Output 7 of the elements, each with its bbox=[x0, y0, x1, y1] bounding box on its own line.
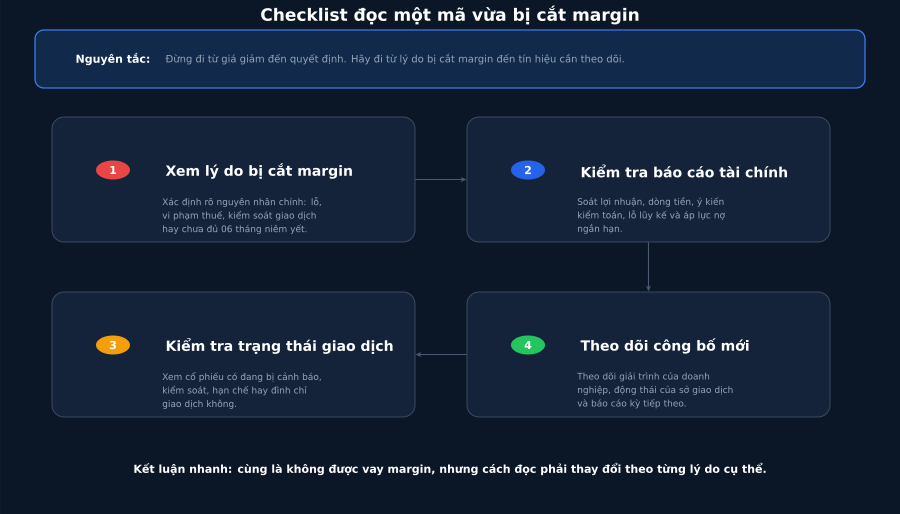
principle-banner: Nguyên tắc: Đừng đi từ giá giảm đến quyết định. Hãy đi từ lý do bị cắt margin đến tín hiệu cần theo dõi. bbox=[34, 29, 866, 89]
number-badge: 4 bbox=[511, 336, 545, 354]
caption: Kết luận nhanh: cùng là không được vay margin, nhưng cách đọc phải thay đổi theo từng lý do cụ thể. bbox=[134, 462, 766, 476]
number-badge: 2 bbox=[511, 160, 545, 180]
number-badge: 1 bbox=[96, 160, 130, 180]
number-badge: 3 bbox=[96, 336, 130, 354]
title: Checklist đọc một mã vừa bị cắt margin bbox=[261, 6, 638, 24]
